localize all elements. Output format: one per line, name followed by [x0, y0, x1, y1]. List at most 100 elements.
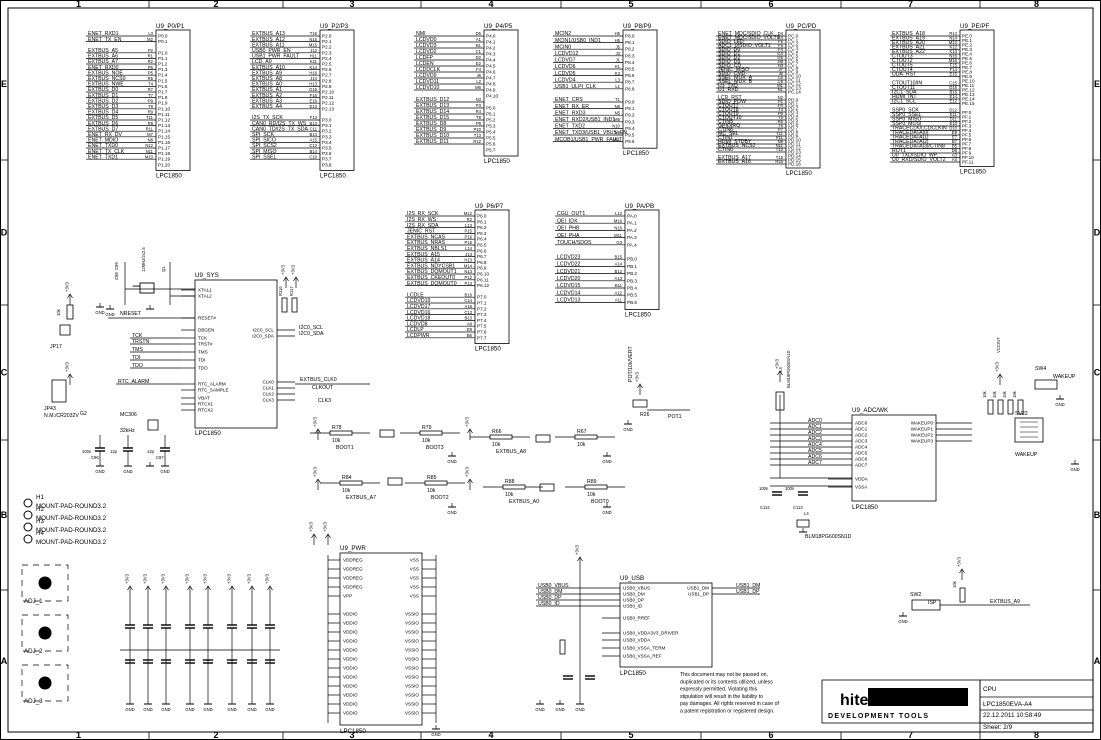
usb-net-label: USB0_DP: [538, 595, 562, 601]
zone-col-top: 6: [768, 0, 773, 9]
port-p8p9-net-label: LCDVD5: [555, 71, 576, 77]
port-pcpd-net-label: SDIO_D0: [718, 47, 740, 53]
port-pepf-device: LPC1850: [960, 169, 986, 176]
port-pepf-pin-name: PE.4: [962, 52, 972, 57]
port-p2p3-pin-name: P3.7: [322, 157, 332, 162]
port-p2p3-ball: E13: [310, 104, 318, 109]
port-p2p3-net-label: EXTBUS_A2: [252, 93, 282, 99]
power-label: +3V3: [995, 361, 1000, 372]
usb-out-net: USB1_DP: [736, 589, 760, 595]
port-pepf-ball: N16: [949, 54, 957, 59]
power-arrow: [293, 276, 299, 282]
port-pcpd-ball: T15: [776, 155, 784, 160]
port-p2p3-net-label: CAN0_RD/I2S_TX_WS: [252, 121, 307, 127]
port-pcpd-ball: T3: [778, 107, 784, 112]
port-p4p5-net-label: LCDEN: [416, 61, 434, 67]
port-pepf-net-label: TRACEDATA[1]: [892, 135, 929, 141]
port-p6p7-net-label: I2S_RX_SDA: [407, 223, 439, 229]
port-pcpd-pin-name: PC.1: [788, 38, 799, 43]
port-p2p3-pin-name: P3.6: [322, 151, 332, 156]
pwr-refdes: U9_PWR: [340, 545, 366, 552]
port-pepf-ball: F15: [950, 63, 958, 68]
port-p6p7-net-label: JENIC_RST: [407, 229, 436, 235]
port-p0p1-pin-name: P0.0: [158, 34, 168, 39]
title-sheet-box: [979, 722, 1094, 733]
port-papb-pin-name: PA.4: [627, 242, 637, 247]
port-pcpd-pin-name: PC.3: [788, 46, 799, 51]
usb-pin-right: USB1_DP: [688, 592, 709, 597]
port-pepf-pin-name: PE.10: [962, 79, 975, 84]
port-p6p7-pin-name: P6.9: [477, 266, 487, 271]
port-p6p7-ball: C13: [464, 310, 472, 315]
adc-refdes: U9_ADC/WK: [852, 407, 889, 414]
notice-text: stipulation will result in the liability…: [680, 694, 763, 700]
port-p6p7-ball: A16: [465, 304, 473, 309]
port-p4p5-pin-name: P4.10: [486, 94, 498, 99]
port-p4p5-pin-name: P5.4: [486, 130, 496, 135]
isp-net-label: EXTBUS_A9: [990, 599, 1020, 605]
pull-resistor-value: 10k: [427, 488, 436, 494]
port-pepf-pin-name: PF.7: [962, 142, 972, 147]
mounting-pad: [23, 498, 33, 508]
zone-row-right: B: [1094, 510, 1101, 520]
port-papb-net-label: LCDVD23: [557, 254, 580, 260]
port-p2p3-body: [319, 29, 355, 171]
port-pcpd-ball: N9: [778, 139, 784, 144]
port-p0p1-pin-name: P1.19: [158, 157, 170, 162]
port-p6p7-ball: P15: [465, 240, 473, 245]
port-p4p5-pin-name: P5.6: [486, 142, 496, 147]
port-p8p9-net-label: MCOB1/USB1_PWR_FAULT: [555, 137, 623, 143]
port-pcpd-net-label: CTIN1: [718, 135, 733, 141]
port-p4p5-pin-name: P4.7: [486, 76, 496, 81]
port-p2p3-ball: B13: [310, 121, 318, 126]
port-p8p9-ball: L1: [615, 84, 620, 89]
zone-col-bottom: 7: [908, 730, 913, 740]
port-p8p9-ball: K1: [615, 64, 621, 69]
port-p0p1-net-label: ENET_RXD1: [88, 31, 119, 37]
port-p8p9-ball: J3: [616, 51, 621, 56]
port-p4p5-net-label: LCDDCLK: [416, 67, 441, 73]
port-p4p5-net-label: EXTBUS_D10: [416, 133, 449, 139]
port-p4p5-pin-name: P5.7: [486, 148, 496, 153]
wake-resistor-value: 10k: [992, 390, 997, 398]
port-pcpd-net-label: EXTBUS_NCS2: [718, 143, 756, 149]
pwr-pin-left: VDDREG: [343, 585, 363, 590]
port-pcpd-pin-name: PC.13: [788, 86, 801, 91]
port-p2p3-ball: J14: [310, 76, 317, 81]
port-p2p3-net-label: EXTBUS_A13: [252, 31, 285, 37]
port-p6p7-net-label: EXTBUS_NBLS1: [407, 246, 447, 252]
port-pcpd-ball: T5: [778, 115, 784, 120]
port-pepf-pin-name: PF.8: [962, 146, 972, 151]
usb-pin-right: USB1_DM: [687, 586, 709, 591]
port-p6p7-net-label: LCDVD19: [407, 298, 430, 304]
port-p4p5-net-label: LCDVD0: [416, 37, 437, 43]
port-p4p5-ball: T13: [474, 133, 482, 138]
port-p0p1-net-label: ENET_TXD0: [88, 143, 118, 149]
port-pcpd-ball: T11: [776, 131, 784, 136]
port-p0p1-ball: P5: [148, 70, 154, 75]
port-p0p1-ball: P5: [148, 65, 154, 70]
ground-label: GND: [247, 707, 256, 712]
port-p4p5-ball: D2: [476, 55, 482, 60]
pwr-pin-left: VDDIO: [343, 666, 358, 671]
port-p0p1-pin-name: P1.14: [158, 129, 170, 134]
port-p0p1-net-label: EXTBUS_NWE: [88, 82, 124, 88]
sys-pin-left: VBAT: [198, 396, 210, 401]
port-pcpd-pin-name: PD.0: [788, 98, 799, 103]
r117-label: R117: [289, 286, 294, 296]
port-p6p7-ball: E8: [467, 327, 473, 332]
port-p6p7-net-label: I2S_RX_SCK: [407, 211, 439, 217]
ground-label: GND: [575, 707, 584, 712]
port-p8p9-ball: N11: [613, 137, 621, 142]
usb-device: LPC1850: [620, 670, 646, 677]
port-pcpd-ball: T6: [778, 123, 784, 128]
port-p4p5-pin-name: P5.0: [486, 106, 496, 111]
pwr-pin-left: VDDIO: [343, 711, 358, 716]
port-pcpd-pin-name: PC.0: [788, 34, 799, 39]
port-p4p5-pin-name: P4.5: [486, 64, 496, 69]
port-pcpd-net-label: CTIN0: [718, 147, 733, 153]
port-pepf-pin-name: PE.3: [962, 47, 972, 52]
port-pepf-ball: C15: [949, 81, 957, 86]
switch-sw4-label: WAKEUP: [1053, 374, 1076, 380]
port-pepf-pin-name: PF.0: [962, 110, 972, 115]
